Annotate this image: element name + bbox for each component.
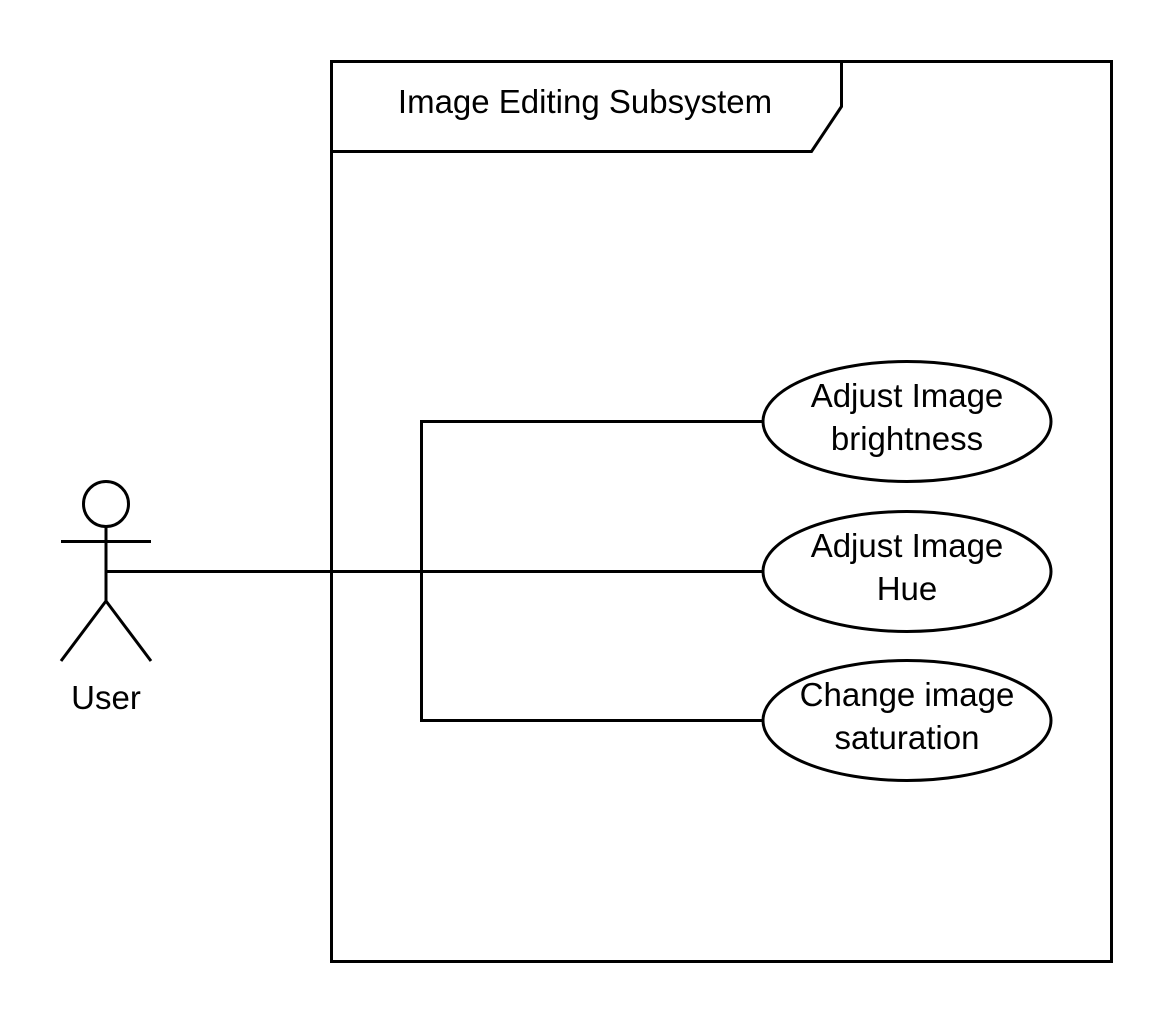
actor-head (82, 480, 130, 528)
use-case-brightness-ellipse (761, 360, 1053, 483)
association-user-saturation[interactable] (420, 571, 764, 722)
use-case-hue[interactable]: Adjust Image Hue (761, 510, 1053, 633)
actor-label: User (71, 679, 141, 716)
actor-user[interactable] (59, 480, 153, 662)
use-case-brightness[interactable]: Adjust Image brightness (761, 360, 1053, 483)
association-user-brightness[interactable] (420, 420, 764, 572)
associations (106, 420, 764, 722)
use-case-hue-ellipse (761, 510, 1053, 633)
use-case-saturation-ellipse (761, 659, 1053, 782)
actor-left-leg (59, 600, 108, 662)
use-case-hue-label-line2: Hue (877, 570, 938, 607)
system-boundary[interactable]: Image Editing Subsystem (330, 60, 1113, 963)
use-case-hue-label-line1: Adjust Image (811, 527, 1004, 564)
system-name: Image Editing Subsystem (398, 83, 772, 120)
use-case-brightness-label-line1: Adjust Image (811, 377, 1004, 414)
use-case-saturation-label-line1: Change image (800, 676, 1015, 713)
system-boundary-frame (330, 60, 1113, 963)
system-name-tab (331, 61, 843, 153)
use-case-brightness-label-line2: brightness (831, 420, 983, 457)
use-case-saturation-label-line2: saturation (835, 719, 980, 756)
use-case-saturation[interactable]: Change image saturation (761, 659, 1053, 782)
actor-right-leg (104, 600, 153, 662)
